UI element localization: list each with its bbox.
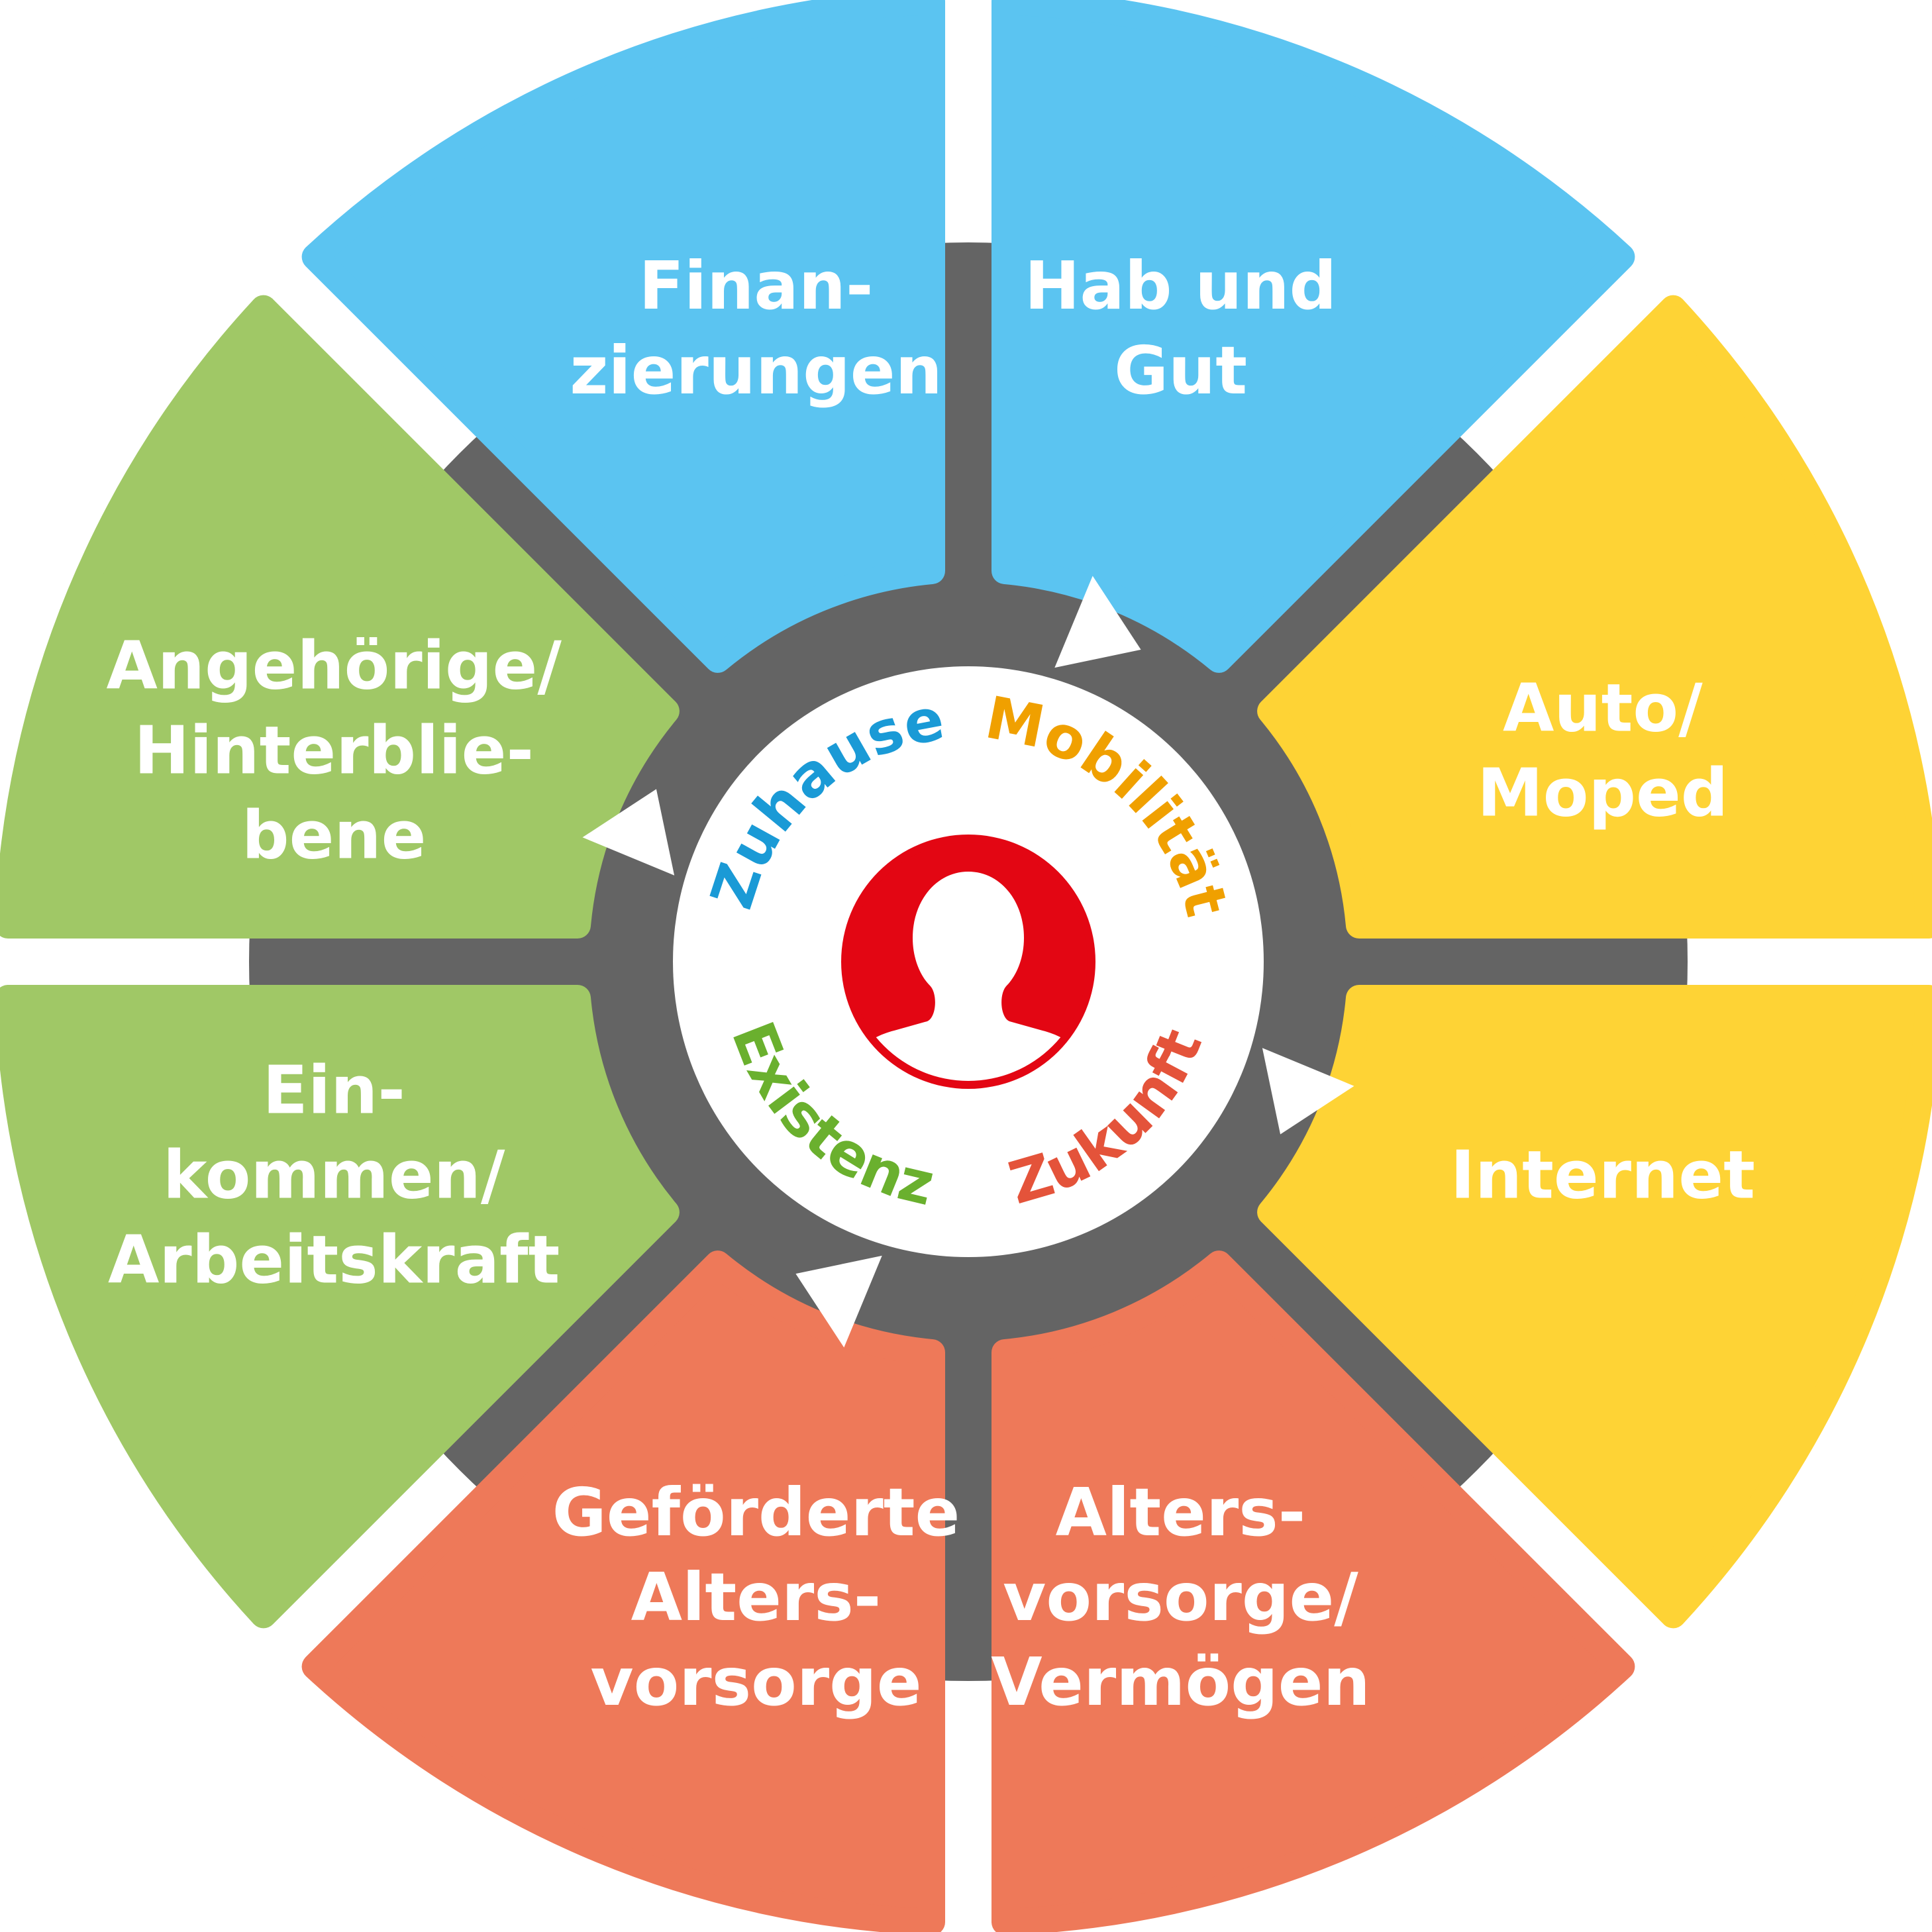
segment-label-line: Arbeitskraft xyxy=(108,1221,560,1299)
segment-label-line: Ein- xyxy=(263,1052,405,1129)
triangle-arrow-icon xyxy=(1262,1048,1354,1135)
segment-einkommen-arbeitskraft[interactable]: Ein-kommen/Arbeitskraft xyxy=(0,985,680,1629)
segment-shape xyxy=(301,1250,945,1932)
segment-label-line: Auto/ xyxy=(1503,670,1703,747)
segment-label-line: Gut xyxy=(1114,332,1247,409)
segment-label: Ein-kommen/Arbeitskraft xyxy=(108,1052,560,1299)
segment-shape xyxy=(1257,985,1932,1629)
segment-finanzierungen[interactable]: Finan-zierungen xyxy=(301,0,945,673)
segment-auto-moped[interactable]: Auto/Moped xyxy=(1257,295,1932,939)
segment-label-line: Moped xyxy=(1477,754,1728,832)
triangle-arrow-icon xyxy=(1054,576,1141,668)
segment-label-line: Finan- xyxy=(639,247,874,325)
segment-shape xyxy=(991,1250,1635,1932)
triangle-arrow-icon xyxy=(795,1255,882,1348)
segment-label-line: Geförderte xyxy=(552,1474,960,1551)
segment-label-line: Hab und xyxy=(1025,247,1337,325)
segment-shape xyxy=(1257,295,1932,939)
segment-label: Alters-vorsorge/Vermögen xyxy=(991,1474,1370,1721)
segment-altersvorsorge-vermoegen[interactable]: Alters-vorsorge/Vermögen xyxy=(991,1250,1635,1932)
segment-label-line: vorsorge/ xyxy=(1003,1558,1358,1636)
segment-shape xyxy=(991,0,1635,673)
segment-shape xyxy=(301,0,945,673)
segment-shape xyxy=(0,295,680,939)
segment-label-line: vorsorge xyxy=(590,1643,921,1721)
segment-label-line: kommen/ xyxy=(163,1137,505,1214)
segment-shape xyxy=(0,985,680,1629)
segment-label-line: zierungen xyxy=(570,332,942,409)
segment-label: Angehörige/Hinterblie-bene xyxy=(106,627,562,874)
arrows-group xyxy=(582,576,1354,1348)
segment-internet[interactable]: Internet xyxy=(1257,985,1932,1629)
segment-label: Finan-zierungen xyxy=(570,247,942,409)
segment-label-line: bene xyxy=(242,797,426,874)
segment-label-line: Alters- xyxy=(631,1558,882,1636)
segment-label: Auto/Moped xyxy=(1477,670,1728,832)
segment-label: Internet xyxy=(1450,1137,1755,1214)
segment-label-line: Hinterblie- xyxy=(134,712,534,789)
person-silhouette-icon xyxy=(841,835,1095,1089)
segment-label-line: Alters- xyxy=(1056,1474,1306,1551)
triangle-arrow-icon xyxy=(582,789,675,876)
segment-angehoerige-hinterbliebene[interactable]: Angehörige/Hinterblie-bene xyxy=(0,295,680,939)
segment-label-line: Angehörige/ xyxy=(106,627,562,705)
segment-label-line: Internet xyxy=(1450,1137,1755,1214)
segment-label-line: Vermögen xyxy=(991,1643,1370,1721)
